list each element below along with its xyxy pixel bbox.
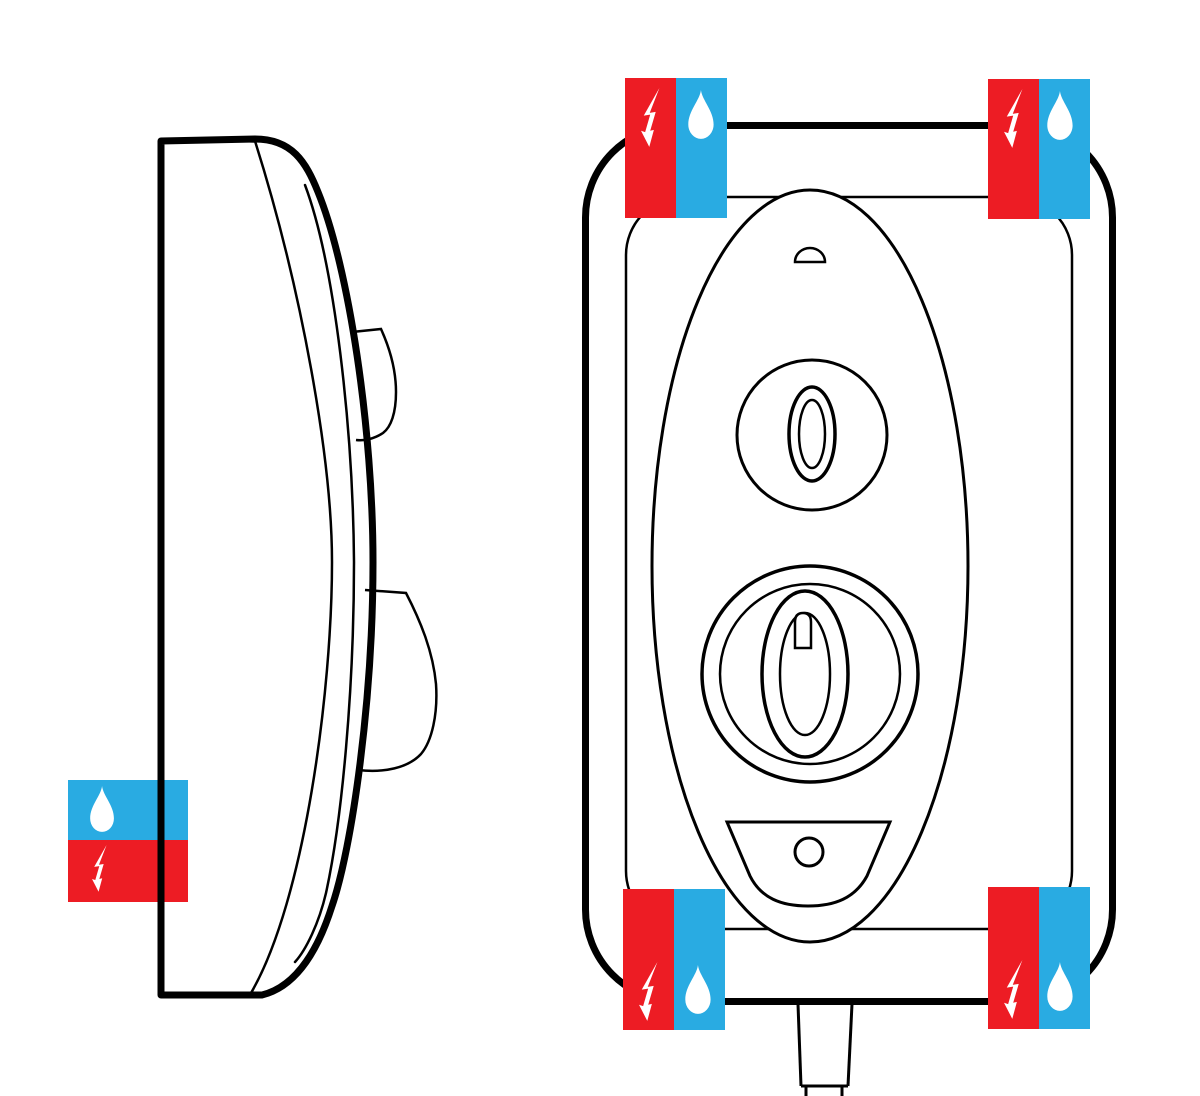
side-power-knob-profile: [357, 588, 438, 773]
temperature-knob-grip-inner: [797, 398, 827, 470]
shower-unit-side-view: [68, 135, 438, 999]
electric-panel: [68, 840, 188, 902]
shower-unit-front-view: [582, 78, 1116, 1096]
power-knob-pointer: [793, 611, 813, 650]
power-knob-grip: [760, 589, 850, 759]
side-seam-line-rear: [249, 139, 334, 995]
side-connection-marker: [68, 780, 188, 902]
connection-marker-top-left: [625, 78, 727, 218]
cable-left-edge: [796, 1003, 803, 1087]
power-knob-bezel-inner: [718, 582, 902, 766]
connection-marker-bottom-right: [988, 887, 1090, 1029]
cable-right-edge: [846, 1003, 854, 1087]
side-seam-line-front: [293, 183, 356, 964]
indicator-light: [793, 836, 825, 868]
electric-panel: [988, 79, 1039, 219]
power-selector-knob: [700, 564, 920, 784]
side-body-fill: [161, 139, 373, 995]
water-panel: [68, 780, 188, 840]
temperature-knob-grip: [787, 385, 837, 483]
top-notch: [793, 246, 827, 264]
electric-panel: [625, 78, 676, 218]
connection-marker-top-right: [988, 79, 1090, 219]
power-cable: [796, 1003, 854, 1096]
temperature-knob: [735, 358, 889, 512]
connection-marker-bottom-left: [623, 889, 725, 1030]
water-panel: [1039, 79, 1090, 219]
side-body-outline: [157, 135, 377, 999]
